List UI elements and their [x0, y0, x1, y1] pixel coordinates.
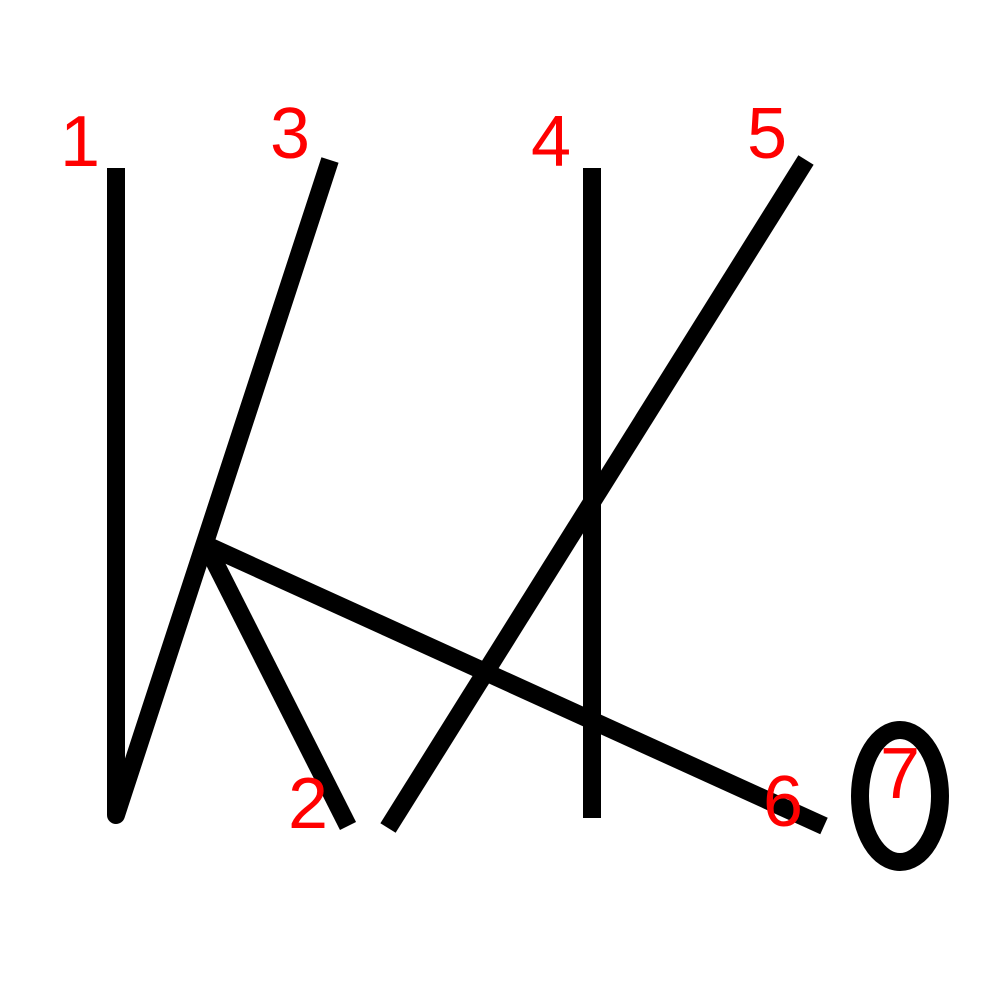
label-6: 6 [763, 762, 803, 842]
label-5: 5 [747, 94, 787, 174]
stroke-2 [197, 540, 357, 831]
strokes-group [107, 155, 949, 871]
label-4: 4 [531, 102, 571, 182]
stroke-oval [851, 721, 949, 871]
stroke-3 [202, 536, 828, 835]
label-3: 3 [270, 94, 310, 174]
label-7: 7 [880, 734, 920, 814]
stroke-1 [107, 157, 339, 824]
label-1: 1 [60, 102, 100, 182]
stroke-5 [380, 155, 814, 833]
number-labels: 1 2 3 4 5 6 7 [60, 94, 920, 844]
label-2: 2 [288, 764, 328, 844]
